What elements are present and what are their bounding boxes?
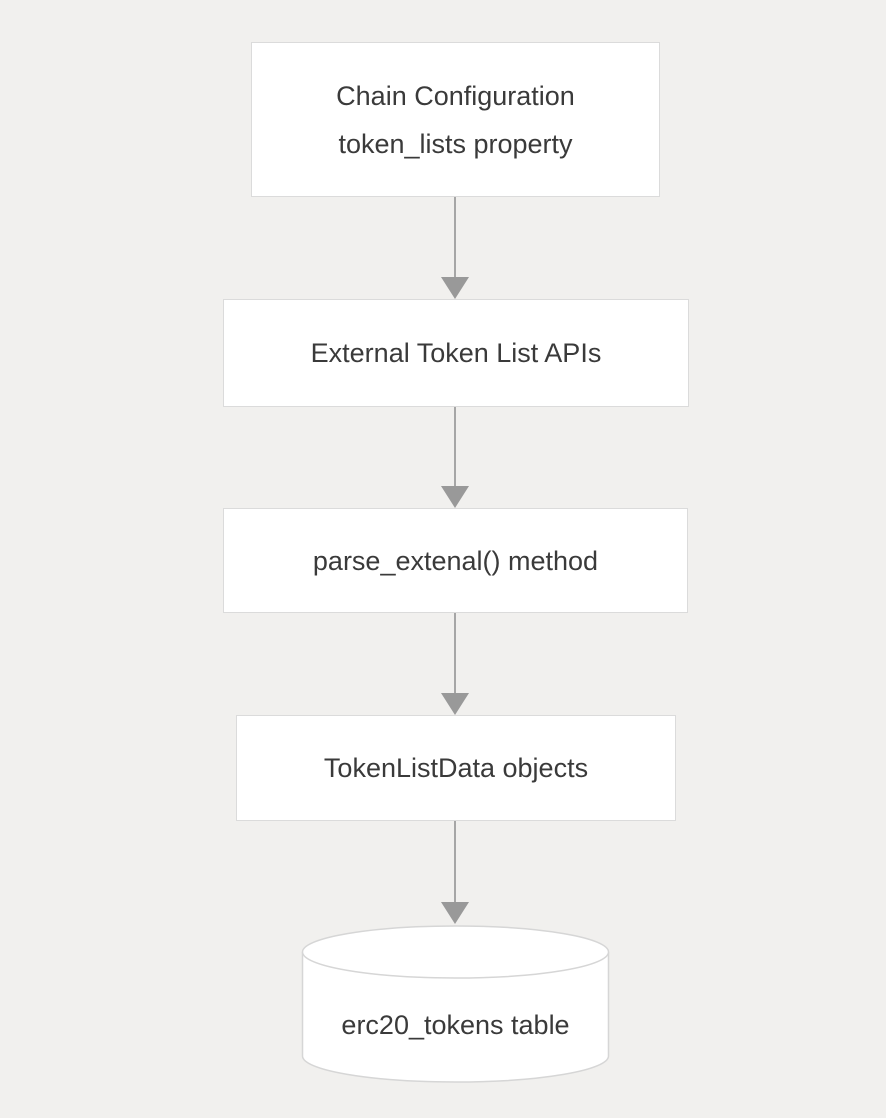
arrow-line (454, 613, 456, 697)
node-label: External Token List APIs (310, 338, 602, 368)
edge-arrow-3 (441, 613, 470, 715)
edge-arrow-2 (441, 407, 470, 508)
arrow-head-icon (441, 277, 469, 299)
node-label-line: Chain Configuration (336, 80, 575, 111)
edge-arrow-4 (441, 821, 470, 924)
node-chain-configuration: Chain Configuration token_lists property (251, 42, 660, 197)
node-label: erc20_tokens table (341, 1010, 570, 1040)
node-erc20-tokens-table: erc20_tokens table (301, 925, 610, 1083)
arrow-line (454, 197, 456, 281)
node-external-token-list-apis: External Token List APIs (223, 299, 689, 407)
arrow-line (454, 821, 456, 906)
edge-arrow-1 (441, 197, 470, 299)
arrow-line (454, 407, 456, 490)
node-label-line: token_lists property (338, 128, 573, 159)
node-parse-extenal-method: parse_extenal() method (223, 508, 688, 613)
arrow-head-icon (441, 902, 469, 924)
node-tokenlistdata-objects: TokenListData objects (236, 715, 676, 821)
arrow-head-icon (441, 486, 469, 508)
database-cylinder-icon (301, 925, 610, 1083)
arrow-head-icon (441, 693, 469, 715)
node-label: TokenListData objects (323, 753, 589, 783)
node-label: parse_extenal() method (312, 545, 599, 576)
